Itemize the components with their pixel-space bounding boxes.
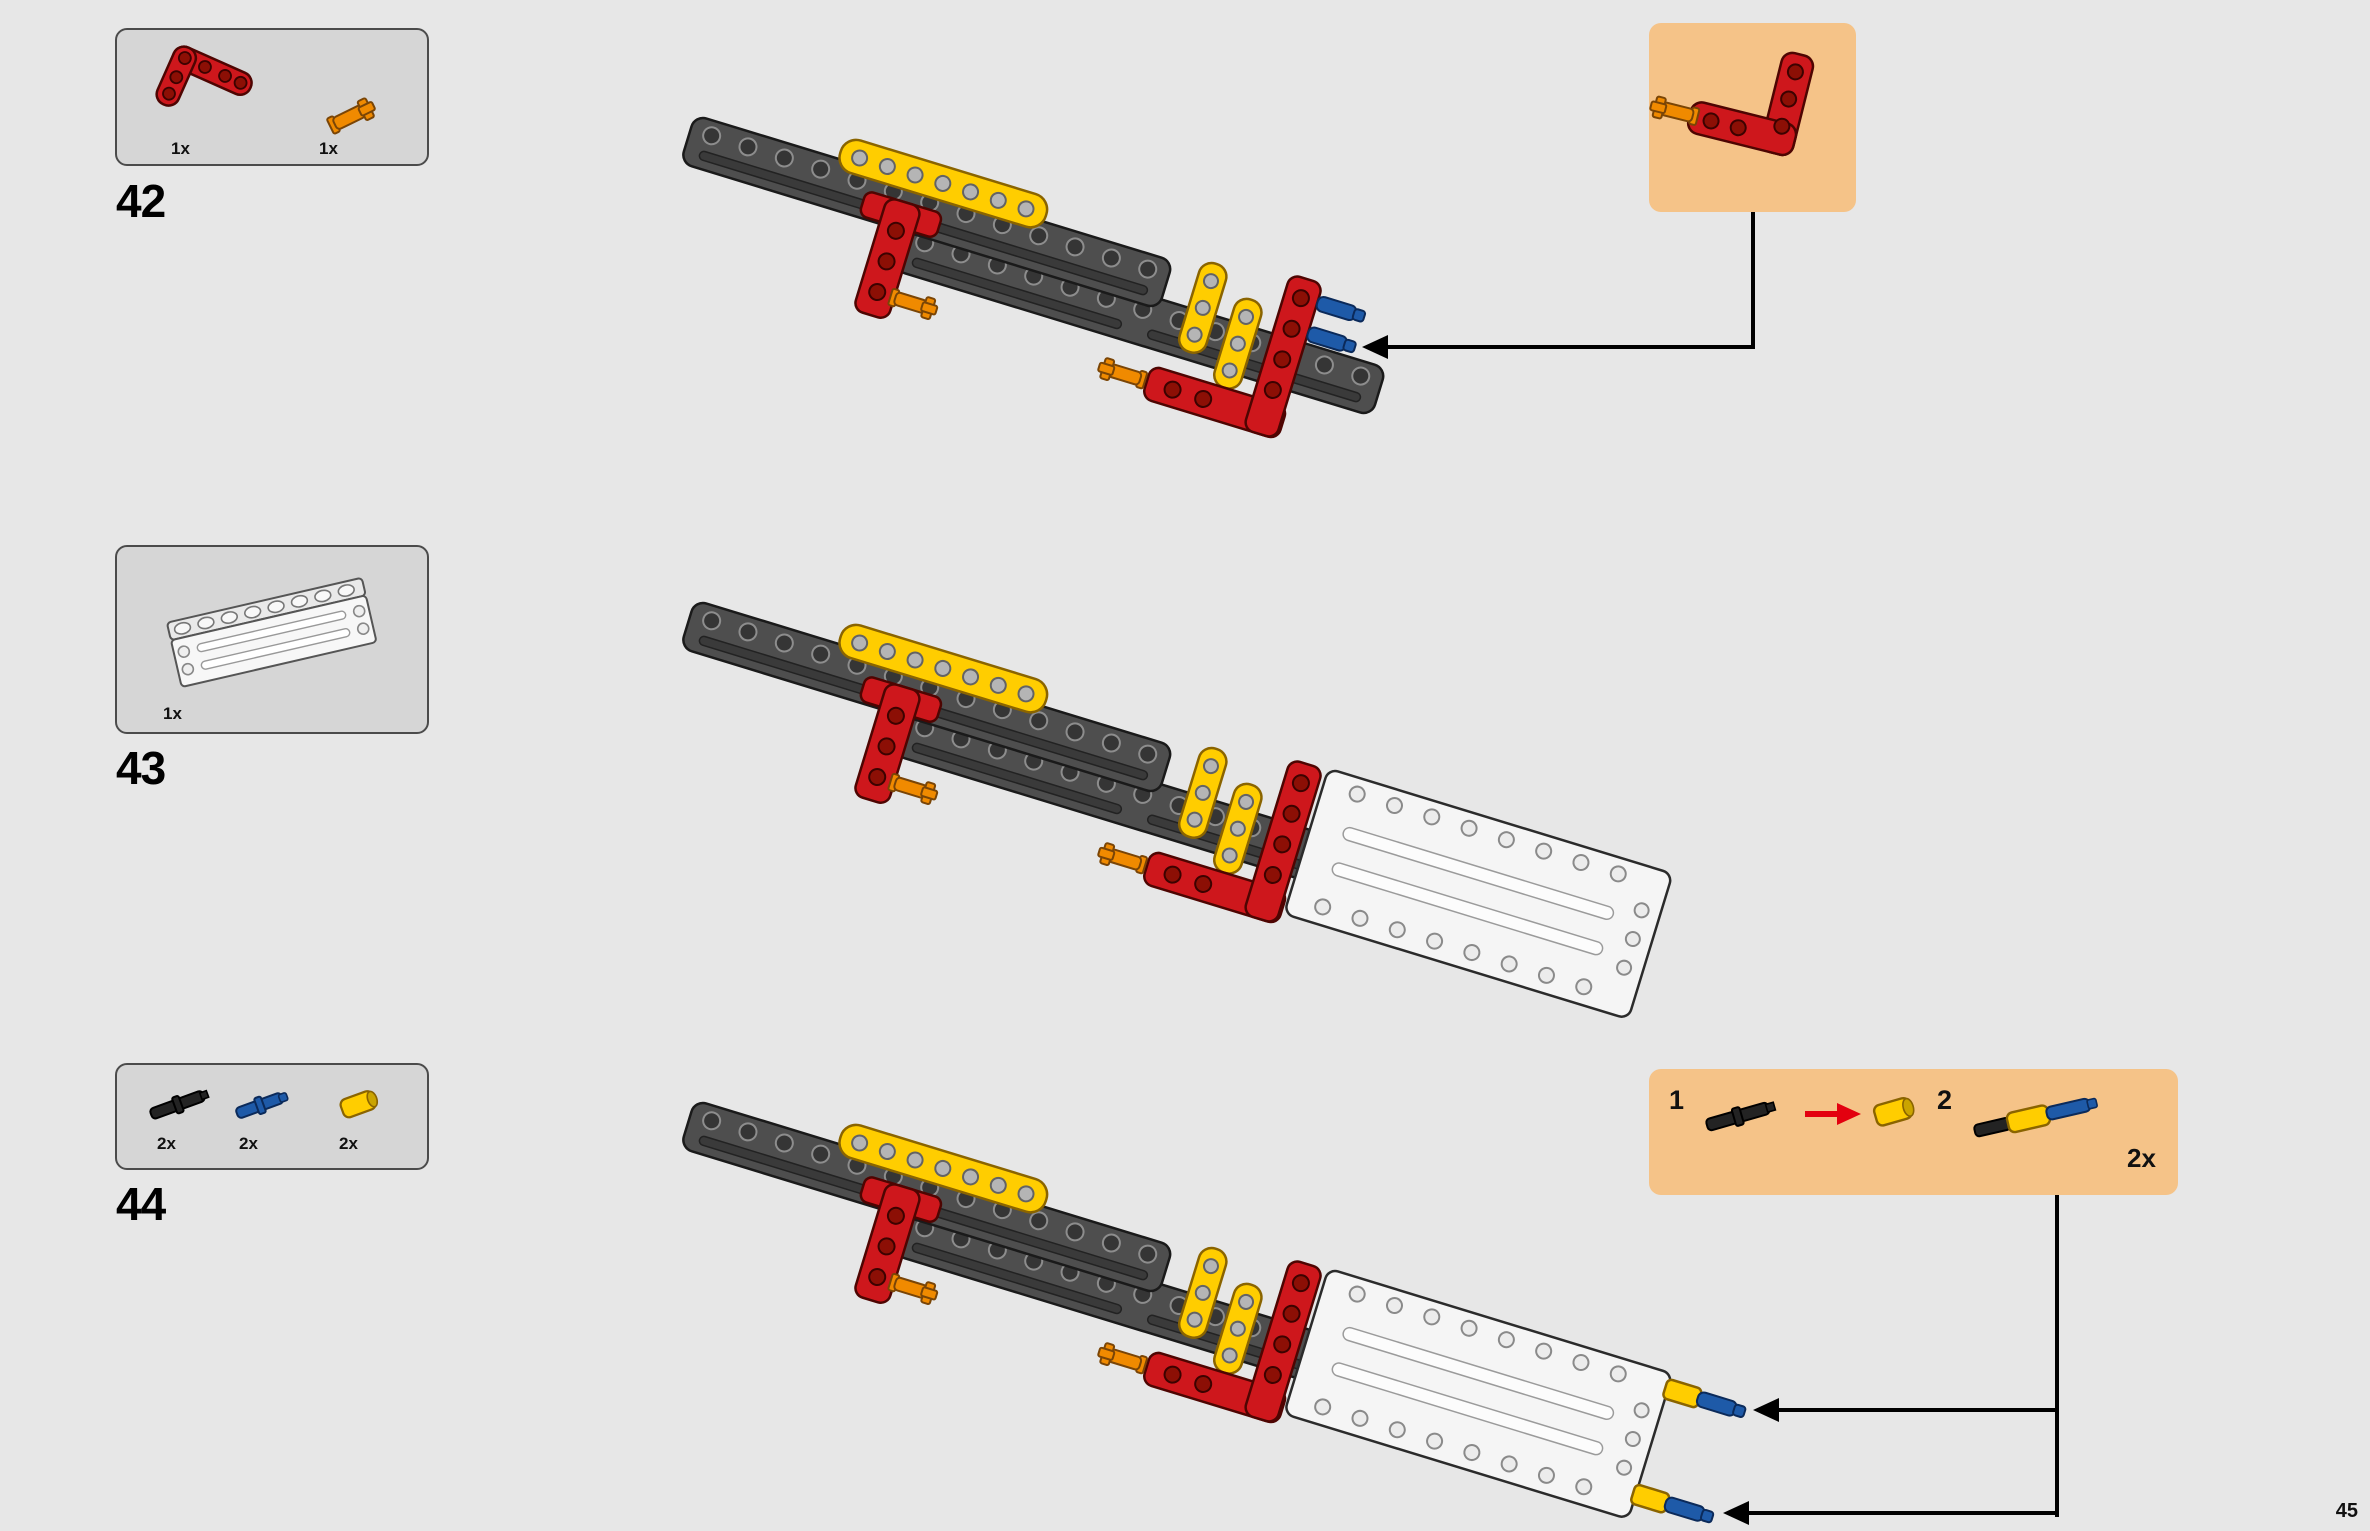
part-count: 2x [239, 1134, 258, 1153]
page-number: 45 [2335, 1500, 2358, 1522]
step-44-number: 44 [116, 1178, 166, 1230]
step-43-number: 43 [116, 742, 166, 794]
part-count: 2x [157, 1134, 176, 1153]
step-42-callout-line-horizontal [1388, 345, 1755, 349]
blue-pin-icon [235, 1092, 289, 1119]
part-count: 1x [163, 704, 182, 723]
step-44-parts-box: 2x 2x 2x [115, 1063, 429, 1170]
step-44-lower-arrow-icon [1723, 1501, 1749, 1525]
assembled-pin-connector-icon [1973, 1097, 2098, 1138]
step-44-callout-box: 1 2 [1649, 1069, 2178, 1195]
black-pin-icon [149, 1089, 210, 1120]
part-count: 1x [171, 139, 190, 158]
step-42-assembly-illustration [675, 70, 1420, 470]
step-44-callout-line-upper [1779, 1408, 2055, 1412]
red-angle-beam-with-axle-pin-icon [1649, 51, 1815, 157]
red-angle-beam-icon [155, 45, 253, 107]
insert-arrow-icon [1805, 1103, 1861, 1125]
step-42-parts-box: 1x 1x [115, 28, 429, 166]
step-43-parts-box: 1x [115, 545, 429, 734]
white-panel-icon [166, 577, 377, 688]
step-43-assembly-illustration [675, 560, 1674, 1021]
black-pin-icon [1705, 1101, 1777, 1132]
step-42-arrow-icon [1362, 335, 1388, 359]
step-44-assembly-illustration [675, 1070, 1785, 1530]
callout-sub-step-1-label: 1 [1669, 1085, 1685, 1115]
callout-quantity-label: 2x [2127, 1143, 2156, 1173]
part-count: 1x [319, 139, 338, 158]
yellow-connector-icon [1872, 1096, 1915, 1127]
yellow-connector-icon [339, 1090, 379, 1119]
step-42-number: 42 [116, 175, 166, 227]
orange-axle-pin-icon [324, 95, 380, 137]
step-42-callout-box [1649, 23, 1856, 212]
step-44-callout-line-lower [1749, 1511, 2055, 1515]
step-44-callout-line-vertical [2055, 1195, 2059, 1517]
part-count: 2x [339, 1134, 358, 1153]
step-44-upper-arrow-icon [1753, 1398, 1779, 1422]
callout-sub-step-2-label: 2 [1937, 1085, 1953, 1115]
step-42-callout-line-vertical [1751, 212, 1755, 349]
